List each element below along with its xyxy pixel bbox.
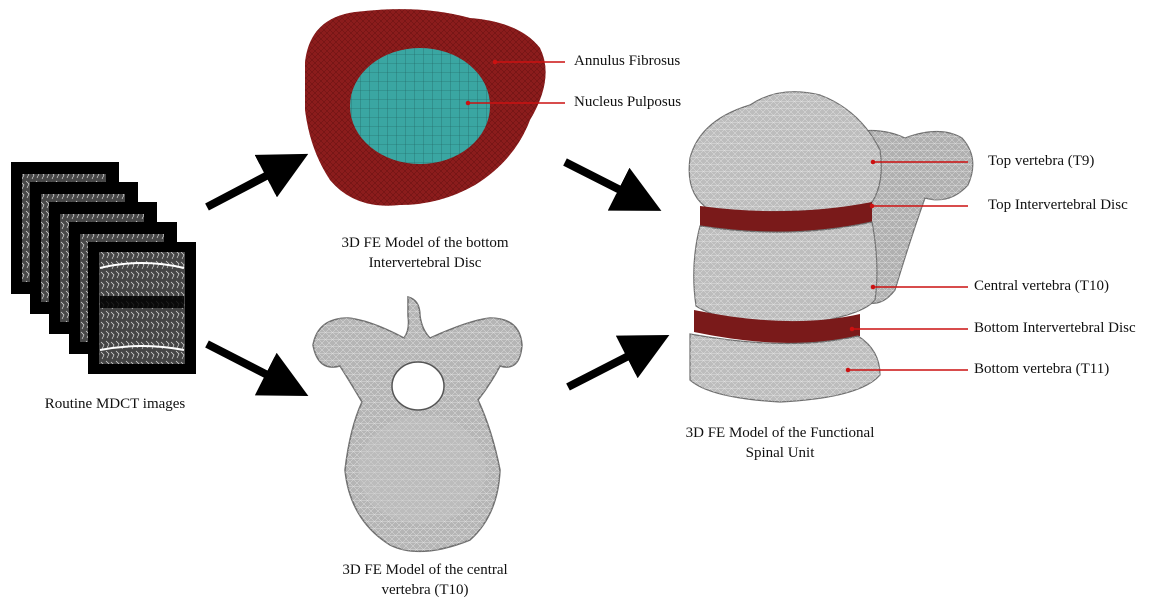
caption-fsu: 3D FE Model of the Functional Spinal Uni… (650, 423, 910, 463)
vertebra-model (313, 297, 522, 551)
label-annulus-fibrosus: Annulus Fibrosus (574, 52, 680, 71)
mdct-image-stack (11, 162, 196, 374)
label-central-vertebra: Central vertebra (T10) (974, 277, 1109, 296)
arrow-vertebra-to-fsu (568, 346, 648, 387)
vertebral-foramen (392, 362, 444, 410)
caption-vertebra: 3D FE Model of the central vertebra (T10… (300, 560, 550, 600)
caption-fsu-line-1: 3D FE Model of the Functional (650, 423, 910, 443)
caption-vertebra-line-2: vertebra (T10) (300, 580, 550, 600)
ct-slice-front (88, 242, 196, 374)
label-nucleus-pulposus: Nucleus Pulposus (574, 93, 681, 112)
label-bottom-vertebra: Bottom vertebra (T11) (974, 360, 1109, 379)
label-bottom-disc: Bottom Intervertebral Disc (974, 319, 1136, 338)
arrow-disc-to-fsu (565, 162, 640, 200)
fsu-model (689, 92, 973, 402)
arrow-to-disc (207, 165, 287, 207)
caption-vertebra-line-1: 3D FE Model of the central (300, 560, 550, 580)
caption-disc: 3D FE Model of the bottom Intervertebral… (300, 233, 550, 273)
label-top-disc: Top Intervertebral Disc (988, 196, 1128, 215)
arrow-to-vertebra (207, 344, 287, 385)
label-top-vertebra: Top vertebra (T9) (988, 152, 1094, 171)
caption-fsu-line-2: Spinal Unit (650, 443, 910, 463)
caption-disc-line-1: 3D FE Model of the bottom (300, 233, 550, 253)
caption-disc-line-2: Intervertebral Disc (300, 253, 550, 273)
disc-model (305, 9, 546, 206)
caption-mdct: Routine MDCT images (20, 394, 210, 414)
